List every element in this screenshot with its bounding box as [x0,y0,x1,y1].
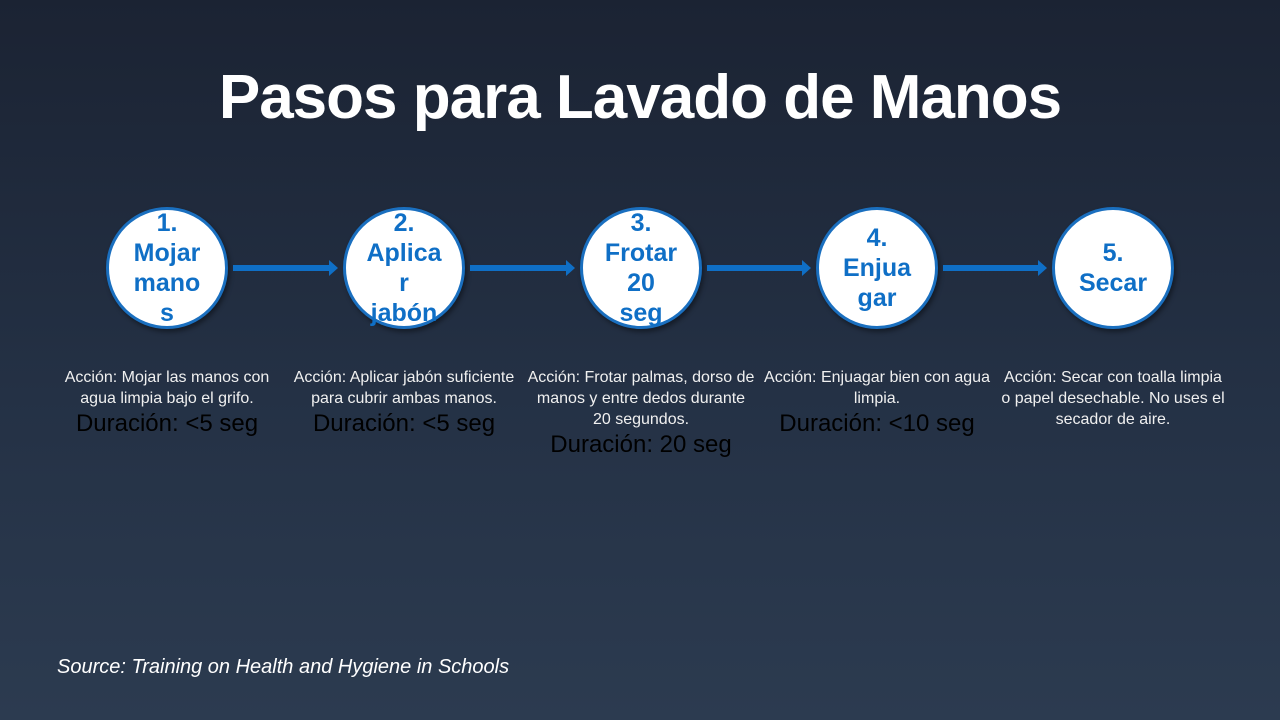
step-action: Acción: Aplicar jabón suficiente para cu… [293,369,515,407]
step-label-line: 1. [156,209,178,237]
step-label-line: seg [619,299,663,327]
step-label-line: 3. [630,209,652,237]
step-description: Acción: Frotar palmas, dorso de manos y … [526,367,756,460]
step-action: Acción: Enjuagar bien con agua limpia. [764,369,990,407]
step-label-line: r [399,269,409,297]
step-action: Acción: Secar con toalla limpia o papel … [1001,369,1225,428]
step-label-line: 20 [627,269,655,297]
arrow-connector [943,260,1047,276]
step-label-line: mano [133,269,201,297]
step-description: Acción: Mojar las manos con agua limpia … [52,367,282,439]
step-label-line: Frotar [604,239,678,267]
step-duration: Duración: <5 seg [75,410,259,437]
step-label-line: gar [857,284,897,312]
step-action: Acción: Frotar palmas, dorso de manos y … [527,369,755,428]
step-label-line: Secar [1078,269,1148,297]
source-note: Source: Training on Health and Hygiene i… [57,656,510,678]
step-duration: Duración: 20 seg [550,431,732,458]
step-action: Acción: Mojar las manos con agua limpia … [64,369,270,407]
step-description: Acción: Enjuagar bien con agua limpia. Du… [762,367,992,439]
arrow-connector [470,260,575,276]
step-label-line: 4. [866,224,888,252]
arrow-connector [707,260,811,276]
step-label-line: Enjua [842,254,912,282]
step-label-line: jabón [370,299,438,327]
step-description: Acción: Secar con toalla limpia o papel … [998,367,1228,430]
step-description: Acción: Aplicar jabón suficiente para cu… [289,367,519,439]
step-label-line: 2. [393,209,415,237]
step-label-line: Mojar [133,239,201,267]
arrow-connector [233,260,338,276]
step-label-line: 5. [1102,239,1124,267]
step-label-line: s [160,299,174,327]
page-title: Pasos para Lavado de Manos [218,63,1062,132]
step-label-line: Aplica [366,239,442,267]
step-duration: Duración: <5 seg [312,410,496,437]
step-duration: Duración: <10 seg [779,410,975,437]
step-circle: 5.Secar [1052,207,1174,329]
